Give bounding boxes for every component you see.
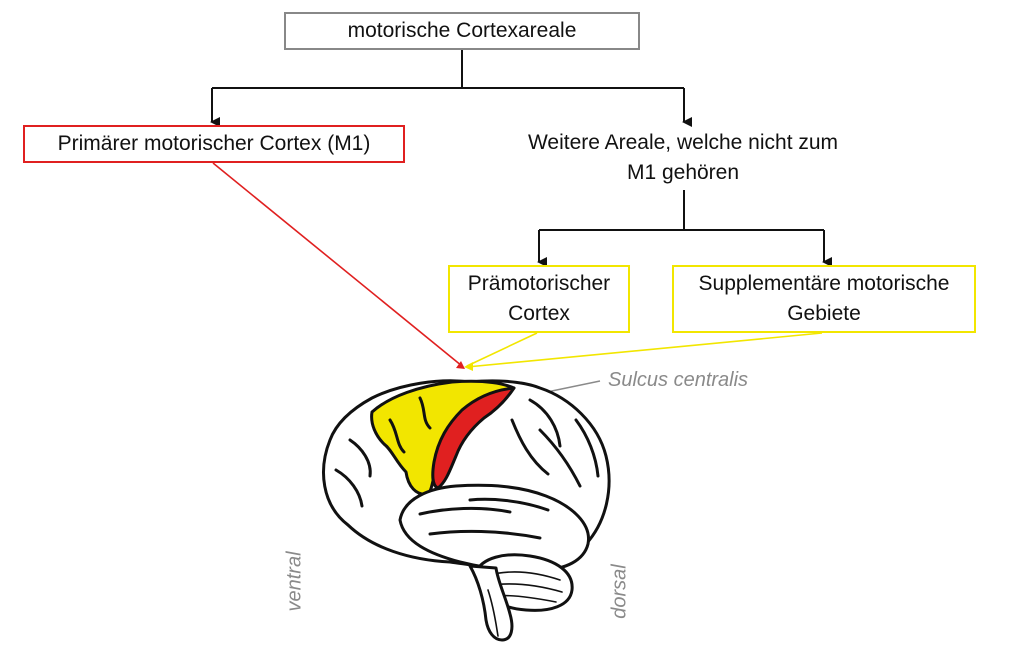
root-node-box: motorische Cortexareale — [284, 12, 640, 50]
premotor-node-box: Prämotorischer Cortex — [448, 265, 630, 333]
other-areas-label: Weitere Areale, welche nicht zum M1 gehö… — [527, 131, 839, 184]
ventral-annotation: ventral — [283, 551, 306, 612]
premotor-node-label: Prämotorischer Cortex — [467, 272, 611, 325]
sma-node-box: Supplementäre motorische Gebiete — [672, 265, 976, 333]
dorsal-annotation: dorsal — [608, 564, 631, 619]
brain-illustration — [322, 379, 611, 642]
tree-connectors — [210, 50, 832, 267]
m1-node-label: Primärer motorischer Cortex (M1) — [57, 132, 371, 155]
sma-node-label: Supplementäre motorische Gebiete — [698, 272, 950, 325]
sulcus-centralis-annotation: Sulcus centralis — [608, 369, 749, 391]
root-node-label: motorische Cortexareale — [347, 19, 577, 42]
m1-node-box: Primärer motorischer Cortex (M1) — [23, 125, 405, 163]
